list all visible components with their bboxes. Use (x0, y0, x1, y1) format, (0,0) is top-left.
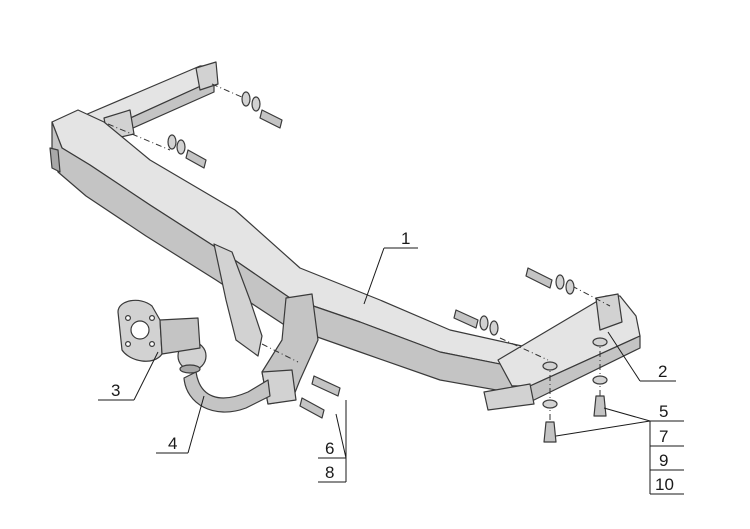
callout-7: 7 (659, 427, 668, 446)
callout-4: 4 (168, 434, 177, 453)
callout-leaders (98, 247, 684, 495)
callout-2: 2 (658, 362, 667, 381)
callout-3: 3 (111, 381, 120, 400)
callout-10: 10 (655, 475, 674, 494)
callout-5: 5 (659, 402, 668, 421)
left-mounting-bracket (77, 61, 219, 141)
fasteners (107, 83, 611, 443)
callout-9: 9 (659, 451, 668, 470)
callout-1: 1 (401, 229, 410, 248)
callout-labels: 1 2 3 4 5 6 7 8 9 10 (111, 229, 674, 494)
right-mounting-bracket (483, 293, 641, 411)
socket-bracket (117, 299, 201, 362)
callout-6: 6 (325, 439, 334, 458)
callout-8: 8 (325, 463, 334, 482)
